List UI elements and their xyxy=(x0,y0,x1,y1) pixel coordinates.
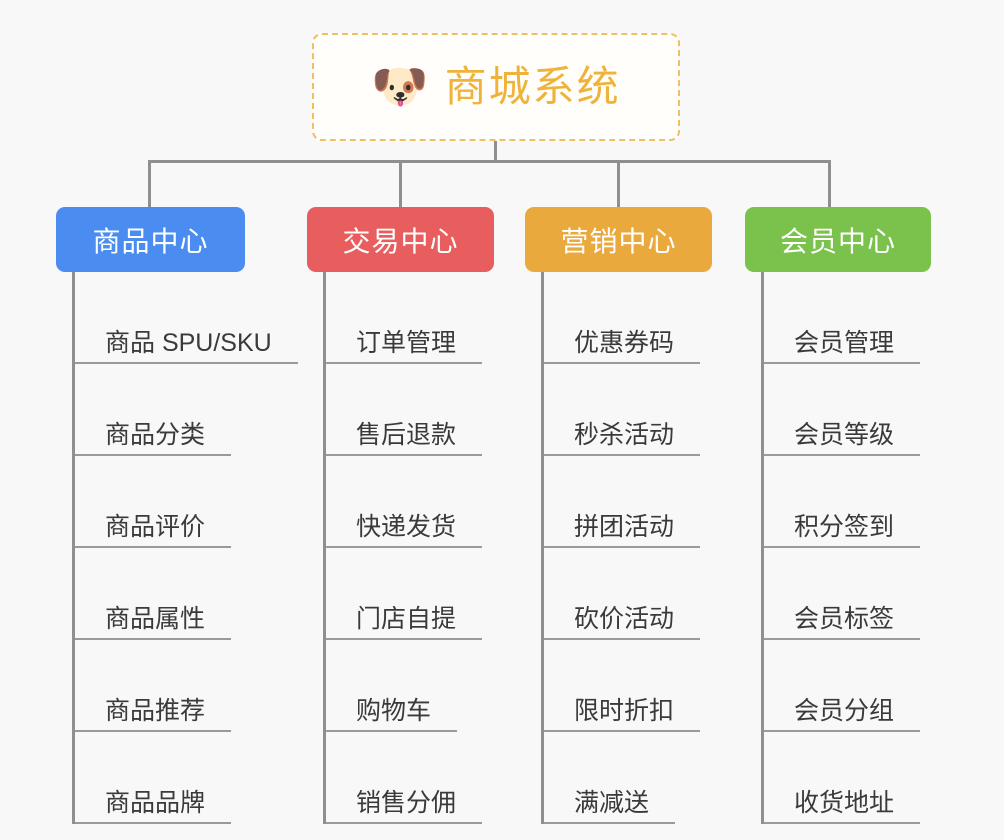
leaf-label: 优惠券码 xyxy=(544,330,701,364)
leaf-label: 拼团活动 xyxy=(544,514,701,548)
list-item[interactable]: 订单管理 xyxy=(326,272,494,364)
branch-items-3: 优惠券码 秒杀活动 拼团活动 砍价活动 限时折扣 满减送 xyxy=(541,272,712,824)
list-item[interactable]: 收货地址 xyxy=(764,732,931,824)
list-item[interactable]: 优惠券码 xyxy=(544,272,712,364)
list-item[interactable]: 秒杀活动 xyxy=(544,364,712,456)
branch-营销中心: 营销中心 优惠券码 秒杀活动 拼团活动 砍价活动 限时折扣 满减送 xyxy=(525,207,712,824)
leaf-label: 商品评价 xyxy=(75,514,232,548)
list-item[interactable]: 满减送 xyxy=(544,732,712,824)
branch-header-2[interactable]: 交易中心 xyxy=(307,207,494,272)
leaf-label: 快递发货 xyxy=(326,514,483,548)
list-item[interactable]: 商品属性 xyxy=(75,548,245,640)
leaf-label: 商品属性 xyxy=(75,606,232,640)
branch-header-3[interactable]: 营销中心 xyxy=(525,207,712,272)
list-item[interactable]: 会员等级 xyxy=(764,364,931,456)
list-item[interactable]: 销售分佣 xyxy=(326,732,494,824)
list-item[interactable]: 会员标签 xyxy=(764,548,931,640)
list-item[interactable]: 商品推荐 xyxy=(75,640,245,732)
connector-horizontal-bus xyxy=(148,160,831,163)
list-item[interactable]: 积分签到 xyxy=(764,456,931,548)
branch-header-4[interactable]: 会员中心 xyxy=(745,207,931,272)
list-item[interactable]: 砍价活动 xyxy=(544,548,712,640)
connector-drop-2 xyxy=(399,160,402,208)
leaf-label: 限时折扣 xyxy=(544,698,701,732)
leaf-label: 会员等级 xyxy=(764,422,921,456)
leaf-label: 商品分类 xyxy=(75,422,232,456)
leaf-label: 满减送 xyxy=(544,790,676,824)
branch-items-1: 商品 SPU/SKU 商品分类 商品评价 商品属性 商品推荐 商品品牌 xyxy=(72,272,298,824)
connector-drop-3 xyxy=(617,160,620,208)
leaf-label: 砍价活动 xyxy=(544,606,701,640)
dog-face-icon: 🐶 xyxy=(371,60,429,112)
list-item[interactable]: 会员管理 xyxy=(764,272,931,364)
list-item[interactable]: 商品分类 xyxy=(75,364,245,456)
list-item[interactable]: 购物车 xyxy=(326,640,494,732)
list-item[interactable]: 售后退款 xyxy=(326,364,494,456)
leaf-label: 会员管理 xyxy=(764,330,921,364)
leaf-label: 秒杀活动 xyxy=(544,422,701,456)
connector-drop-4 xyxy=(828,160,831,208)
list-item[interactable]: 拼团活动 xyxy=(544,456,712,548)
connector-root-stem xyxy=(494,141,497,162)
leaf-label: 订单管理 xyxy=(326,330,483,364)
leaf-label: 会员标签 xyxy=(764,606,921,640)
leaf-label: 商品推荐 xyxy=(75,698,232,732)
leaf-label: 商品品牌 xyxy=(75,790,232,824)
connector-drop-1 xyxy=(148,160,151,208)
branch-商品中心: 商品中心 商品 SPU/SKU 商品分类 商品评价 商品属性 商品推荐 商品品牌 xyxy=(56,207,298,824)
list-item[interactable]: 快递发货 xyxy=(326,456,494,548)
leaf-label: 会员分组 xyxy=(764,698,921,732)
root-node[interactable]: 🐶 商城系统 xyxy=(312,33,680,141)
leaf-label: 门店自提 xyxy=(326,606,483,640)
branch-items-2: 订单管理 售后退款 快递发货 门店自提 购物车 销售分佣 xyxy=(323,272,494,824)
branch-header-1[interactable]: 商品中心 xyxy=(56,207,245,272)
list-item[interactable]: 商品 SPU/SKU xyxy=(75,272,298,364)
list-item[interactable]: 门店自提 xyxy=(326,548,494,640)
leaf-label: 销售分佣 xyxy=(326,790,483,824)
branch-items-4: 会员管理 会员等级 积分签到 会员标签 会员分组 收货地址 xyxy=(761,272,931,824)
leaf-label: 售后退款 xyxy=(326,422,483,456)
branch-交易中心: 交易中心 订单管理 售后退款 快递发货 门店自提 购物车 销售分佣 xyxy=(307,207,494,824)
list-item[interactable]: 商品品牌 xyxy=(75,732,245,824)
leaf-label: 积分签到 xyxy=(764,514,921,548)
list-item[interactable]: 限时折扣 xyxy=(544,640,712,732)
branch-会员中心: 会员中心 会员管理 会员等级 积分签到 会员标签 会员分组 收货地址 xyxy=(745,207,931,824)
list-item[interactable]: 商品评价 xyxy=(75,456,245,548)
leaf-label: 购物车 xyxy=(326,698,458,732)
leaf-label: 商品 SPU/SKU xyxy=(75,330,298,364)
leaf-label: 收货地址 xyxy=(764,790,921,824)
list-item[interactable]: 会员分组 xyxy=(764,640,931,732)
root-title: 商城系统 xyxy=(444,63,621,110)
